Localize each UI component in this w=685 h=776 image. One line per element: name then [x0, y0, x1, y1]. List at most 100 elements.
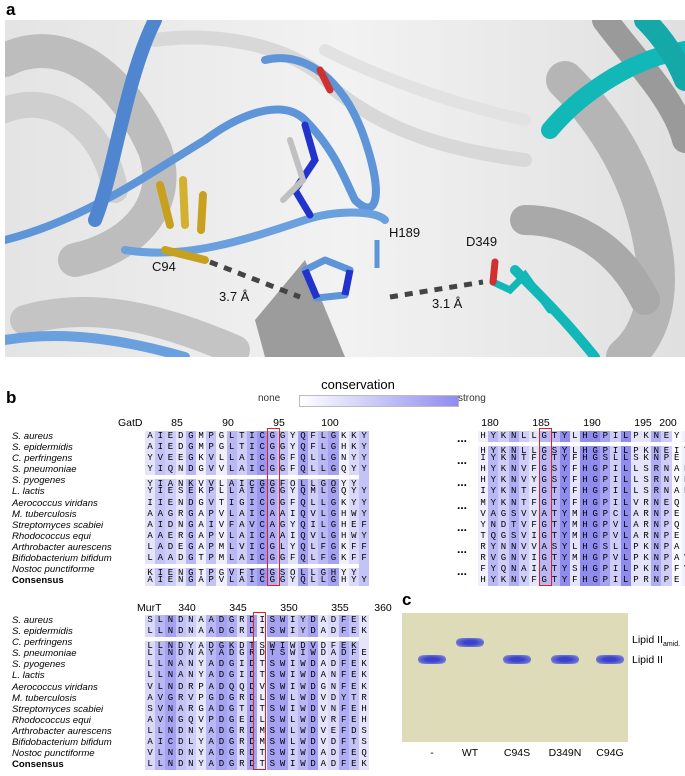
- residue: V: [478, 508, 489, 520]
- residue: P: [206, 568, 217, 580]
- residue: L: [630, 475, 641, 487]
- hbond-h189-d349: [389, 279, 484, 300]
- residue: N: [165, 725, 176, 738]
- residue: R: [478, 541, 489, 554]
- residue: W: [277, 626, 288, 638]
- residue: Y: [559, 564, 570, 576]
- residue: R: [641, 497, 652, 509]
- residue: T: [257, 659, 268, 671]
- gel-band: [418, 655, 446, 664]
- residue: A: [145, 737, 156, 749]
- residue: C: [257, 575, 268, 587]
- residue: P: [661, 564, 672, 576]
- residue: R: [175, 508, 186, 520]
- gel-lane-label: D349N: [548, 747, 582, 759]
- residue: H: [358, 703, 370, 715]
- residue: D: [318, 648, 329, 660]
- residue: T: [348, 692, 359, 704]
- species-name: S. aureus: [12, 615, 54, 626]
- residue: L: [145, 626, 156, 638]
- residue: N: [185, 615, 196, 627]
- residue: A: [195, 641, 207, 653]
- residue: L: [318, 453, 329, 465]
- residue: H: [338, 519, 349, 531]
- residue: D: [216, 748, 227, 760]
- residue: L: [308, 541, 319, 554]
- residue: F: [287, 453, 298, 465]
- residue: A: [630, 508, 641, 520]
- residue: N: [175, 479, 186, 491]
- residue: S: [358, 725, 370, 738]
- residue: V: [318, 737, 329, 749]
- residue: G: [226, 748, 237, 760]
- residue: D: [216, 759, 227, 771]
- residue: V: [518, 575, 529, 587]
- residue: V: [226, 568, 237, 580]
- residue: S: [267, 725, 278, 738]
- residue: G: [539, 464, 550, 476]
- residue: H: [338, 508, 349, 520]
- residue: I: [246, 453, 258, 465]
- residue: D: [175, 737, 186, 749]
- residue: L: [297, 568, 308, 580]
- residue: K: [226, 641, 237, 653]
- residue: K: [641, 553, 652, 565]
- conservation-color-bar: [299, 395, 459, 407]
- residue: M: [216, 553, 227, 565]
- residue: F: [287, 464, 298, 476]
- residue: L: [226, 464, 237, 476]
- residue: P: [600, 497, 611, 509]
- residue: K: [338, 541, 349, 554]
- residue: V: [206, 464, 217, 476]
- residue: N: [651, 553, 662, 565]
- residue: H: [328, 568, 339, 580]
- species-name: S. pyogenes: [12, 659, 66, 671]
- residue: R: [246, 648, 258, 660]
- residue: N: [328, 703, 339, 715]
- residue: G: [267, 453, 278, 465]
- residue: G: [267, 486, 278, 498]
- residue: D: [308, 681, 319, 693]
- residue: L: [226, 575, 237, 587]
- tick: 185: [532, 417, 550, 429]
- residue: A: [539, 564, 550, 576]
- residue: G: [226, 759, 237, 771]
- residue: K: [498, 446, 509, 458]
- residue: L: [226, 486, 237, 498]
- residue: S: [630, 453, 641, 465]
- sequence-row: YNDTVFGTYMHGPVLARNPQIA: [478, 519, 685, 531]
- residue: N: [165, 641, 176, 653]
- residue: G: [277, 553, 288, 565]
- residue: G: [267, 541, 278, 554]
- residue: A: [318, 748, 329, 760]
- residue: K: [195, 486, 207, 498]
- residue: N: [175, 497, 186, 509]
- residue: L: [620, 453, 631, 465]
- residue: E: [348, 748, 359, 760]
- residue: W: [277, 759, 288, 771]
- residue: R: [236, 737, 247, 749]
- residue: D: [246, 692, 258, 704]
- residue: D: [246, 748, 258, 760]
- residue: K: [338, 553, 349, 565]
- residue: L: [155, 659, 166, 671]
- tick: 95: [273, 417, 285, 429]
- murt-ruler: MurT 340 345 350 355 360: [0, 602, 400, 616]
- residue: G: [590, 564, 601, 576]
- residue: R: [236, 748, 247, 760]
- residue: L: [318, 442, 329, 454]
- residue: C: [257, 497, 268, 509]
- residue: Y: [287, 431, 298, 443]
- residue: A: [328, 648, 339, 660]
- residue: N: [165, 670, 176, 682]
- residue: Y: [358, 486, 370, 498]
- residue: S: [267, 737, 278, 749]
- residue: N: [185, 648, 196, 660]
- residue: D: [246, 759, 258, 771]
- residue: S: [600, 541, 611, 554]
- residue: Y: [358, 453, 370, 465]
